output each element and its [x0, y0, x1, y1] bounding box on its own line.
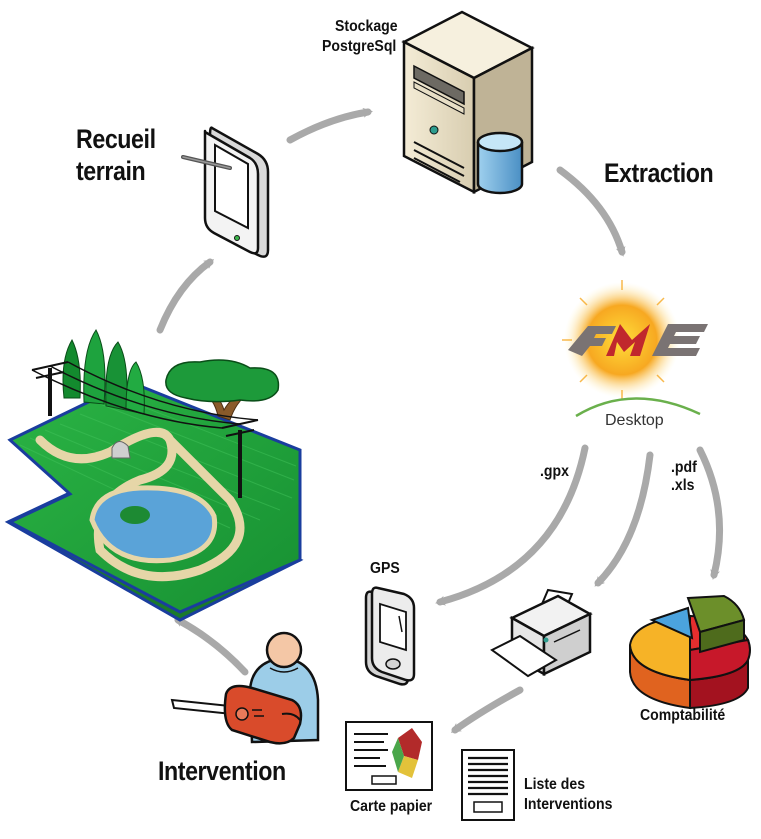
comptabilite-label: Comptabilité [640, 707, 726, 724]
arrow-server-to-fme [556, 166, 626, 257]
arrow-fme-to-gps [435, 444, 589, 606]
extraction-label: Extraction [604, 158, 714, 188]
fme-logo-icon [562, 280, 708, 418]
carte-papier-label: Carte papier [350, 798, 433, 815]
park-map-icon [4, 329, 304, 622]
big-tree [165, 359, 280, 421]
postgresql-label: PostgreSql [322, 38, 397, 55]
document-list-icon [461, 749, 515, 821]
power-line [31, 361, 259, 498]
fme-desktop-label: Desktop [605, 412, 664, 429]
database-icon [476, 131, 524, 195]
stockage-label: Stockage [335, 18, 398, 35]
arrow-printer-to-carte [450, 686, 524, 734]
tablet-icon [181, 126, 270, 258]
arrow-tablet-to-server [286, 107, 373, 144]
pie-chart-icon [628, 594, 751, 710]
worker-chainsaw-icon [170, 631, 320, 745]
xls-label: .xls [671, 477, 695, 494]
gps-label: GPS [370, 560, 400, 577]
intervention-label: Intervention [158, 756, 286, 786]
gps-device-icon [364, 586, 416, 686]
liste-des-label: Liste des [524, 776, 586, 793]
terrain-label: terrain [76, 156, 146, 186]
flow-arrows [156, 107, 724, 734]
arrow-fme-to-printer [594, 451, 654, 587]
arrow-fme-to-chart [696, 446, 724, 580]
arrow-map-to-tablet [156, 258, 215, 334]
paper-map-icon [345, 721, 433, 791]
printer-icon [490, 588, 593, 678]
tree-cluster [62, 329, 145, 415]
gpx-label: .gpx [540, 463, 569, 480]
arrow-worker-to-map [173, 616, 249, 676]
server-icon [401, 10, 535, 195]
interventions-label: Interventions [524, 796, 613, 813]
pdf-label: .pdf [671, 459, 697, 476]
recueil-label: Recueil [76, 124, 156, 154]
